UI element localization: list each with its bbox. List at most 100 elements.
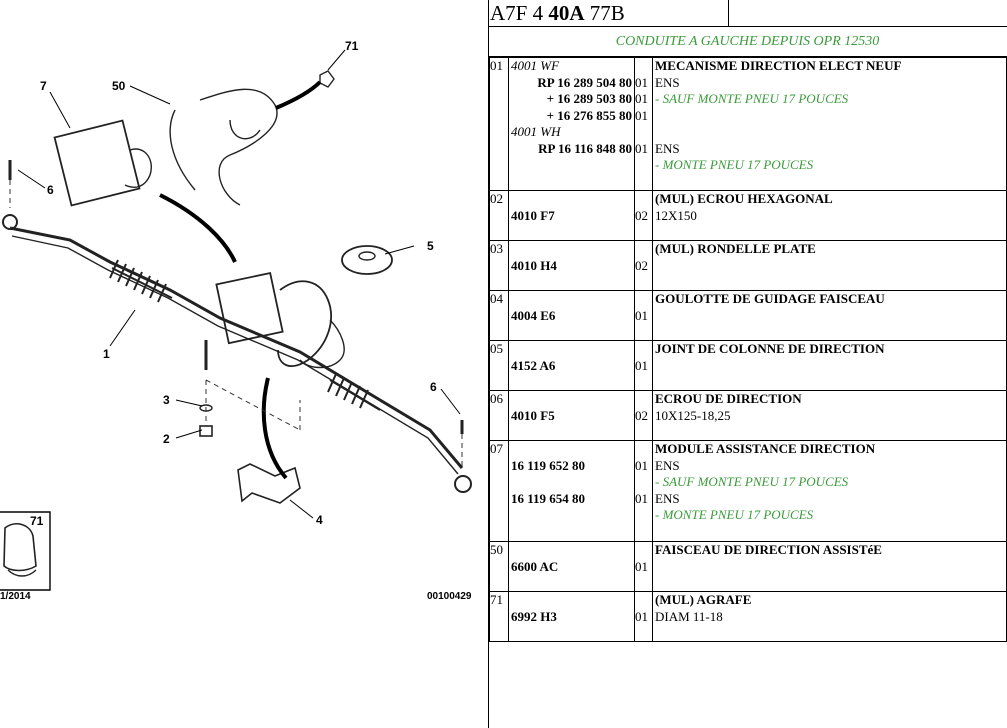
part-quantity: 01 [635,307,648,323]
part-reference [509,291,634,308]
part-title: ECROU DE DIRECTION [655,391,802,406]
part-quantity [635,542,652,559]
part-title: MODULE ASSISTANCE DIRECTION [655,441,876,456]
part-reference [509,441,634,458]
callout-1: 1 [103,347,110,361]
part-reference[interactable]: 16 119 652 80 [511,457,586,473]
part-references: 4004 E6 [508,290,635,341]
part-quantity: 01 [635,457,648,473]
part-number: 05 [489,340,509,391]
part-references: 6600 AC [508,541,635,592]
part-quantities: 01 [634,541,653,592]
part-quantity [635,474,652,491]
page-subtitle: CONDUITE A GAUCHE DEPUIS OPR 12530 [615,34,880,49]
part-reference[interactable]: 4010 F7 [511,207,555,223]
panel-divider [488,0,489,728]
part-reference [509,341,634,358]
part-number: 71 [489,591,509,642]
part-reference[interactable]: 6992 H3 [511,608,557,624]
part-references: 4010 F5 [508,390,635,441]
part-reference[interactable]: 4001 WH [511,124,561,139]
part-note [653,124,1006,141]
part-note: - SAUF MONTE PNEU 17 POUCES [655,91,849,106]
exploded-diagram: 71 7 50 6 5 1 3 2 6 4 71 1/2014 00100429 [0,39,472,602]
part-reference [509,241,634,258]
part-reference[interactable]: 16 119 654 80 [511,490,586,506]
part-reference[interactable]: 6600 AC [511,558,559,574]
part-note: ENS [655,140,680,156]
callout-50: 50 [112,79,126,93]
part-quantity [635,124,652,141]
part-title: (MUL) ECROU HEXAGONAL [655,191,833,206]
date-fragment: 1/2014 [0,591,31,602]
part-description: (MUL) RONDELLE PLATE [652,240,1007,291]
part-title: (MUL) RONDELLE PLATE [655,241,816,256]
part-description: FAISCEAU DE DIRECTION ASSISTéE [652,541,1007,592]
part-quantities: 02 [634,390,653,441]
part-reference [509,474,634,491]
part-quantity [635,241,652,258]
part-quantity: 02 [635,207,648,223]
part-reference[interactable]: + 16 289 503 80 [546,91,632,106]
part-quantity [635,391,652,408]
part-reference[interactable]: + 16 276 855 80 [546,107,632,123]
part-quantity [635,191,652,208]
part-title: MECANISME DIRECTION ELECT NEUF [655,58,902,73]
part-note: ENS [655,457,680,473]
callout-4: 4 [316,513,323,527]
part-references: 16 119 652 80 16 119 654 80 [508,440,635,542]
part-number: 04 [489,290,509,341]
part-references: 6992 H3 [508,591,635,642]
part-reference[interactable]: 4004 E6 [511,307,556,323]
part-note: ENS [655,74,680,90]
part-title: JOINT DE COLONNE DE DIRECTION [655,341,885,356]
part-number: 03 [489,240,509,291]
part-reference[interactable]: 4010 F5 [511,407,555,423]
part-quantity [635,341,652,358]
part-reference[interactable]: 4001 WF [511,58,560,73]
part-reference[interactable]: RP 16 289 504 80 [537,74,632,90]
part-reference[interactable]: 4152 A6 [511,357,556,373]
part-number: 06 [489,390,509,441]
part-reference[interactable]: RP 16 116 848 80 [538,140,632,156]
part-quantity: 01 [635,558,648,574]
part-quantity: 01 [635,357,648,373]
part-quantities: 01 [634,290,653,341]
header-code-c: 77B [589,1,625,25]
subtitle-rule [488,56,1007,57]
part-quantity [635,58,652,75]
part-quantity: 01 [635,91,648,106]
part-title: (MUL) AGRAFE [655,592,752,607]
part-number: 01 [489,57,509,191]
part-reference [509,391,634,408]
part-quantity [635,291,652,308]
part-reference [509,592,634,609]
part-reference[interactable]: 4010 H4 [511,257,557,273]
part-note: - MONTE PNEU 17 POUCES [655,507,814,522]
part-note: 10X125-18,25 [655,407,731,423]
header-rule [488,26,1007,27]
part-quantity: 01 [635,140,648,156]
part-title: FAISCEAU DE DIRECTION ASSISTéE [655,542,882,557]
callout-5: 5 [427,239,434,253]
header-code-a: A7F 4 [490,1,544,25]
part-quantity [635,441,652,458]
callout-6-right: 6 [430,380,437,394]
callout-3: 3 [163,393,170,407]
part-number: 50 [489,541,509,592]
